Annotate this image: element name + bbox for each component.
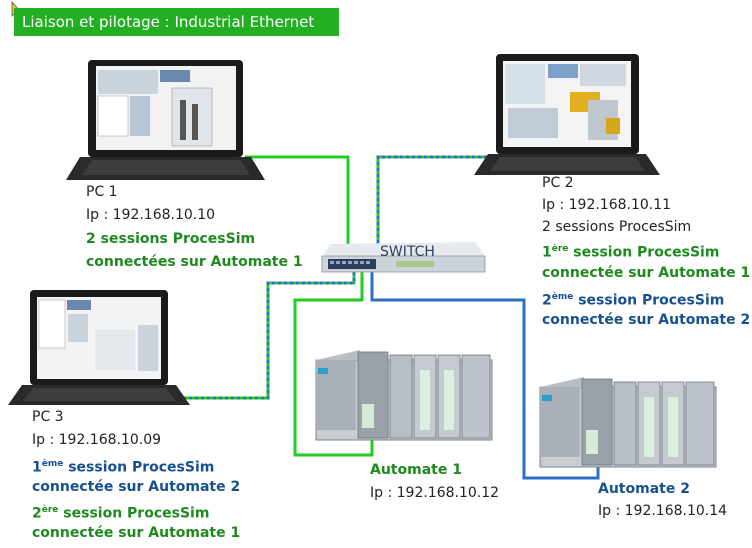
laptop-pc1	[66, 60, 265, 180]
page-title: Liaison et pilotage : Industrial Etherne…	[14, 8, 339, 36]
automate2-ip: Ip : 192.168.10.14	[598, 503, 728, 519]
network-switch	[321, 242, 486, 273]
pc3-ip: Ip : 192.168.10.09	[32, 432, 162, 448]
pc2-name: PC 2	[542, 175, 574, 191]
pc3-session2-target: connectée sur Automate 1	[32, 525, 241, 541]
automate1-name: Automate 1	[370, 462, 462, 478]
pc2-sessions: 2 sessions ProcesSim	[542, 219, 692, 235]
plc-automate2	[539, 377, 717, 468]
cable-switch-automate2	[370, 270, 600, 480]
switch-label: SWITCH	[380, 244, 435, 260]
laptop-pc3	[8, 290, 190, 405]
pc3-session2: 2ère session ProcesSim	[32, 505, 210, 522]
plc-automate1	[315, 350, 493, 441]
pc2-session1: 1ère session ProcesSim	[542, 244, 720, 261]
pc2-ip: Ip : 192.168.10.11	[542, 197, 672, 213]
cable-pc3-switch	[180, 270, 356, 400]
pc1-sessions-target: connectées sur Automate 1	[86, 254, 303, 270]
pc1-ip: Ip : 192.168.10.10	[86, 207, 216, 223]
pc1-name: PC 1	[86, 184, 118, 200]
automate2-name: Automate 2	[598, 481, 690, 497]
cable-pc1-switch	[245, 155, 350, 252]
pc2-session1-target: connectée sur Automate 1	[542, 265, 751, 281]
pc3-name: PC 3	[32, 409, 64, 425]
pc3-session1-target: connectée sur Automate 2	[32, 479, 241, 495]
pc3-session1: 1ème session ProcesSim	[32, 459, 215, 476]
pc2-session2-target: connectée sur Automate 2	[542, 312, 751, 328]
pc2-session2: 2ème session ProcesSim	[542, 292, 725, 309]
laptop-pc2	[474, 54, 660, 175]
cable-switch-automate1	[293, 270, 374, 457]
pc1-sessions: 2 sessions ProcesSim	[86, 231, 256, 247]
cable-pc2-switch	[376, 155, 490, 250]
automate1-ip: Ip : 192.168.10.12	[370, 485, 500, 501]
